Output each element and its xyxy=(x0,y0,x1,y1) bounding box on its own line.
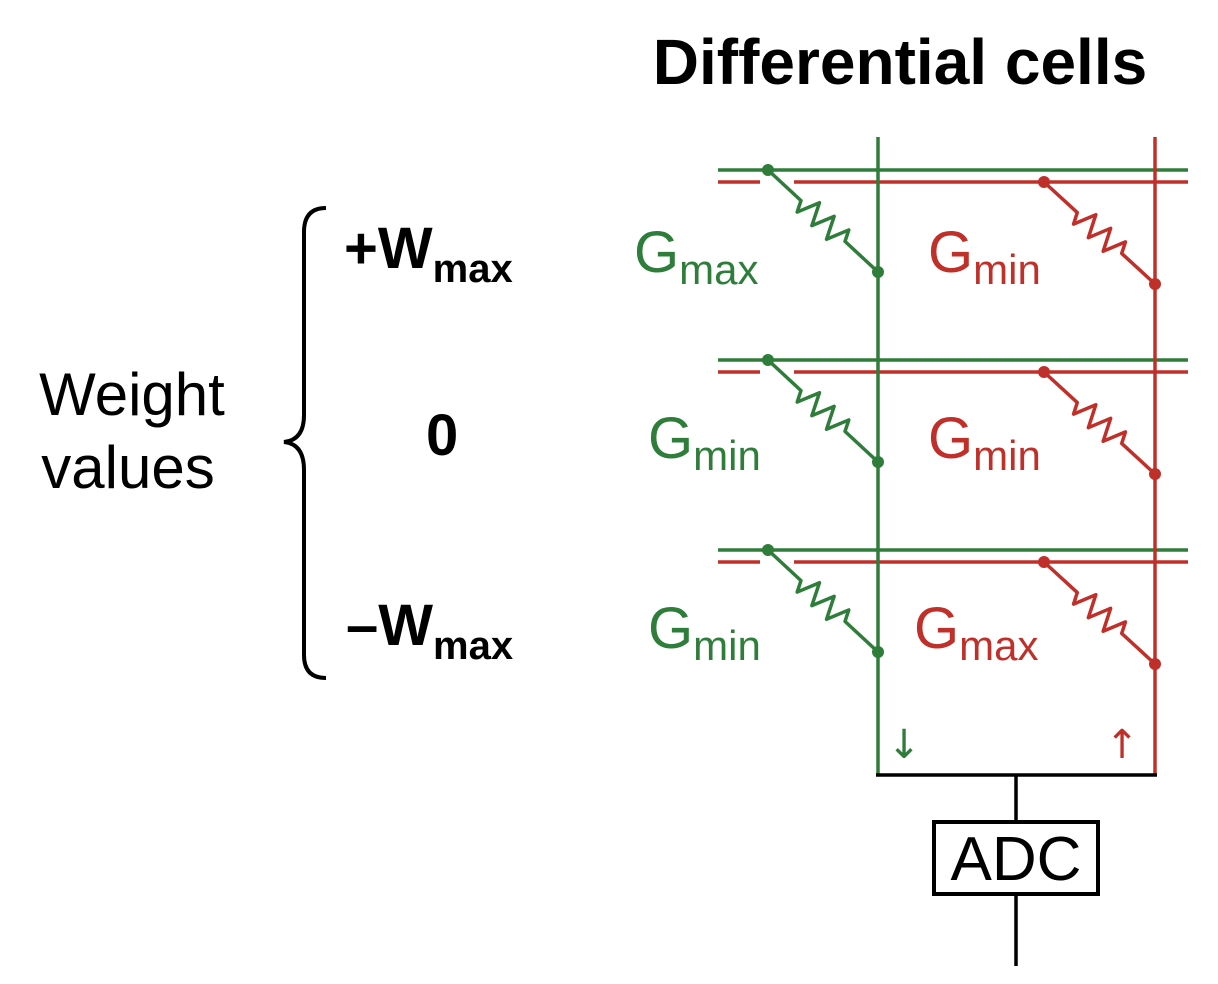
negative-current-arrow: ↑ xyxy=(1105,722,1139,768)
g-neg-label-row-3: Gmax xyxy=(914,596,1038,669)
weight-sub-row-1: max xyxy=(433,247,513,291)
resistor-negative-row-2 xyxy=(1042,370,1157,476)
g-pos-label-row-3: Gmin xyxy=(648,596,761,669)
crossbar-wiring xyxy=(718,137,1188,966)
node-positive-top-row-3 xyxy=(762,544,774,556)
weight-prefix-row-3: –W xyxy=(346,593,433,658)
weight-label-row-1: +Wmax xyxy=(344,216,513,291)
node-negative-top-row-2 xyxy=(1038,366,1050,378)
side-label-line2: values xyxy=(41,434,214,501)
g-neg-label-row-1: Gmin xyxy=(928,220,1041,293)
weight-prefix-row-2: 0 xyxy=(426,403,458,468)
positive-current-arrow: ↓ xyxy=(887,722,921,768)
g-pos-label-row-2: Gmin xyxy=(648,406,761,479)
node-positive-top-row-1 xyxy=(762,164,774,176)
side-label-line1: Weight xyxy=(39,361,225,428)
resistor-positive-row-1 xyxy=(766,168,880,274)
diagram-title: Differential cells xyxy=(653,26,1147,98)
node-negative-top-row-3 xyxy=(1038,556,1050,568)
resistor-positive-row-2 xyxy=(766,358,880,464)
node-positive-top-row-2 xyxy=(762,354,774,366)
weight-sub-row-3: max xyxy=(433,624,513,668)
g-neg-label-row-2: Gmin xyxy=(928,406,1041,479)
resistor-positive-row-3 xyxy=(766,548,880,654)
weight-label-row-2: 0 xyxy=(426,403,458,468)
g-pos-label-row-1: Gmax xyxy=(634,220,758,293)
adc-box xyxy=(932,820,1100,896)
node-negative-top-row-1 xyxy=(1038,176,1050,188)
resistor-negative-row-1 xyxy=(1042,180,1157,286)
weight-brace xyxy=(283,206,327,680)
resistor-negative-row-3 xyxy=(1042,560,1157,666)
weight-label-row-3: –Wmax xyxy=(346,593,513,668)
adc-label: ADC xyxy=(951,825,1082,894)
weight-prefix-row-1: +W xyxy=(344,216,433,281)
